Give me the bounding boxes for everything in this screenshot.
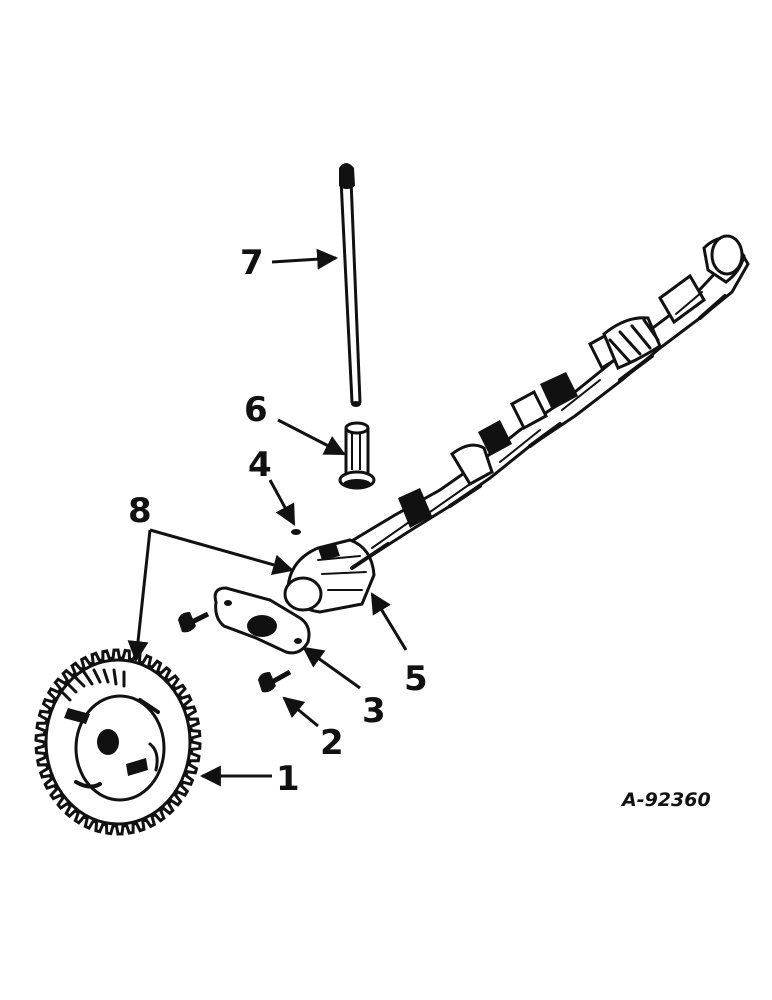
camshaft-part <box>283 234 750 614</box>
callout-4: 4 <box>248 445 272 485</box>
callout-5: 5 <box>404 659 428 699</box>
reference-code: A-92360 <box>620 789 711 811</box>
key-part <box>291 529 301 535</box>
thrust-plate-part <box>213 586 311 655</box>
leader-lines <box>127 248 408 787</box>
bolt-part-upper <box>178 611 210 633</box>
callout-7: 7 <box>240 243 264 283</box>
camshaft-gear-part <box>34 648 202 836</box>
callout-8: 8 <box>128 491 152 531</box>
bolt-part <box>258 669 292 693</box>
valve-lifter-part <box>338 421 376 490</box>
callout-3: 3 <box>362 691 386 731</box>
push-rod-part <box>339 163 362 407</box>
callout-2: 2 <box>320 723 344 763</box>
callout-1: 1 <box>276 759 300 799</box>
callout-6: 6 <box>244 390 268 430</box>
